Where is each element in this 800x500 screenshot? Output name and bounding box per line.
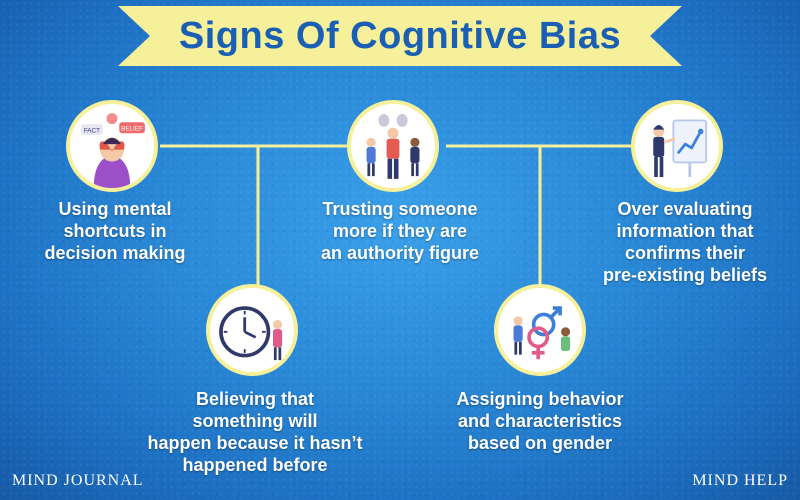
label-line: an authority figure <box>320 243 479 263</box>
label-line: Assigning behavior <box>456 389 624 409</box>
label-line: happen because it hasn’t <box>147 433 363 453</box>
label-line: and characteristics <box>457 411 623 431</box>
label-line: pre-existing beliefs <box>602 265 768 285</box>
label-line: decision making <box>44 243 186 263</box>
label-confirmation-bias: Over evaluating information that confirm… <box>580 198 790 286</box>
fact-belief-confusion-icon: FACT BELIEF <box>66 100 158 192</box>
label-line: information that <box>616 221 754 241</box>
evaluating-chart-icon <box>631 100 723 192</box>
title-banner <box>118 6 682 66</box>
label-line: happened before <box>182 455 328 475</box>
mind-journal-logo: MIND JOURNAL <box>12 472 144 490</box>
label-line: Trusting someone <box>322 199 478 219</box>
label-line: more if they are <box>332 221 468 241</box>
label-line: Believing that <box>195 389 315 409</box>
gender-symbols-icon <box>494 284 586 376</box>
label-gender-stereotyping: Assigning behavior and characteristics b… <box>415 388 665 454</box>
label-line: Using mental <box>58 199 172 219</box>
mind-journal-text: MIND JOURNAL <box>12 472 144 489</box>
label-line: shortcuts in <box>63 221 167 241</box>
label-line: confirms their <box>624 243 746 263</box>
page-title: Signs Of Cognitive Bias <box>178 15 622 57</box>
label-line: something will <box>192 411 318 431</box>
authority-figure-icon <box>347 100 439 192</box>
label-gamblers-fallacy: Believing that something will happen bec… <box>120 388 390 476</box>
label-authority-bias: Trusting someone more if they are an aut… <box>295 198 505 264</box>
label-mental-shortcuts: Using mental shortcuts in decision makin… <box>20 198 210 264</box>
clock-icon <box>206 284 298 376</box>
label-line: based on gender <box>467 433 613 453</box>
mind-help-text: MIND HELP <box>692 472 788 489</box>
mind-help-logo: MIND HELP <box>692 472 788 490</box>
svg-text:BELIEF: BELIEF <box>121 125 143 132</box>
label-line: Over evaluating <box>617 199 753 219</box>
svg-text:FACT: FACT <box>84 127 100 134</box>
